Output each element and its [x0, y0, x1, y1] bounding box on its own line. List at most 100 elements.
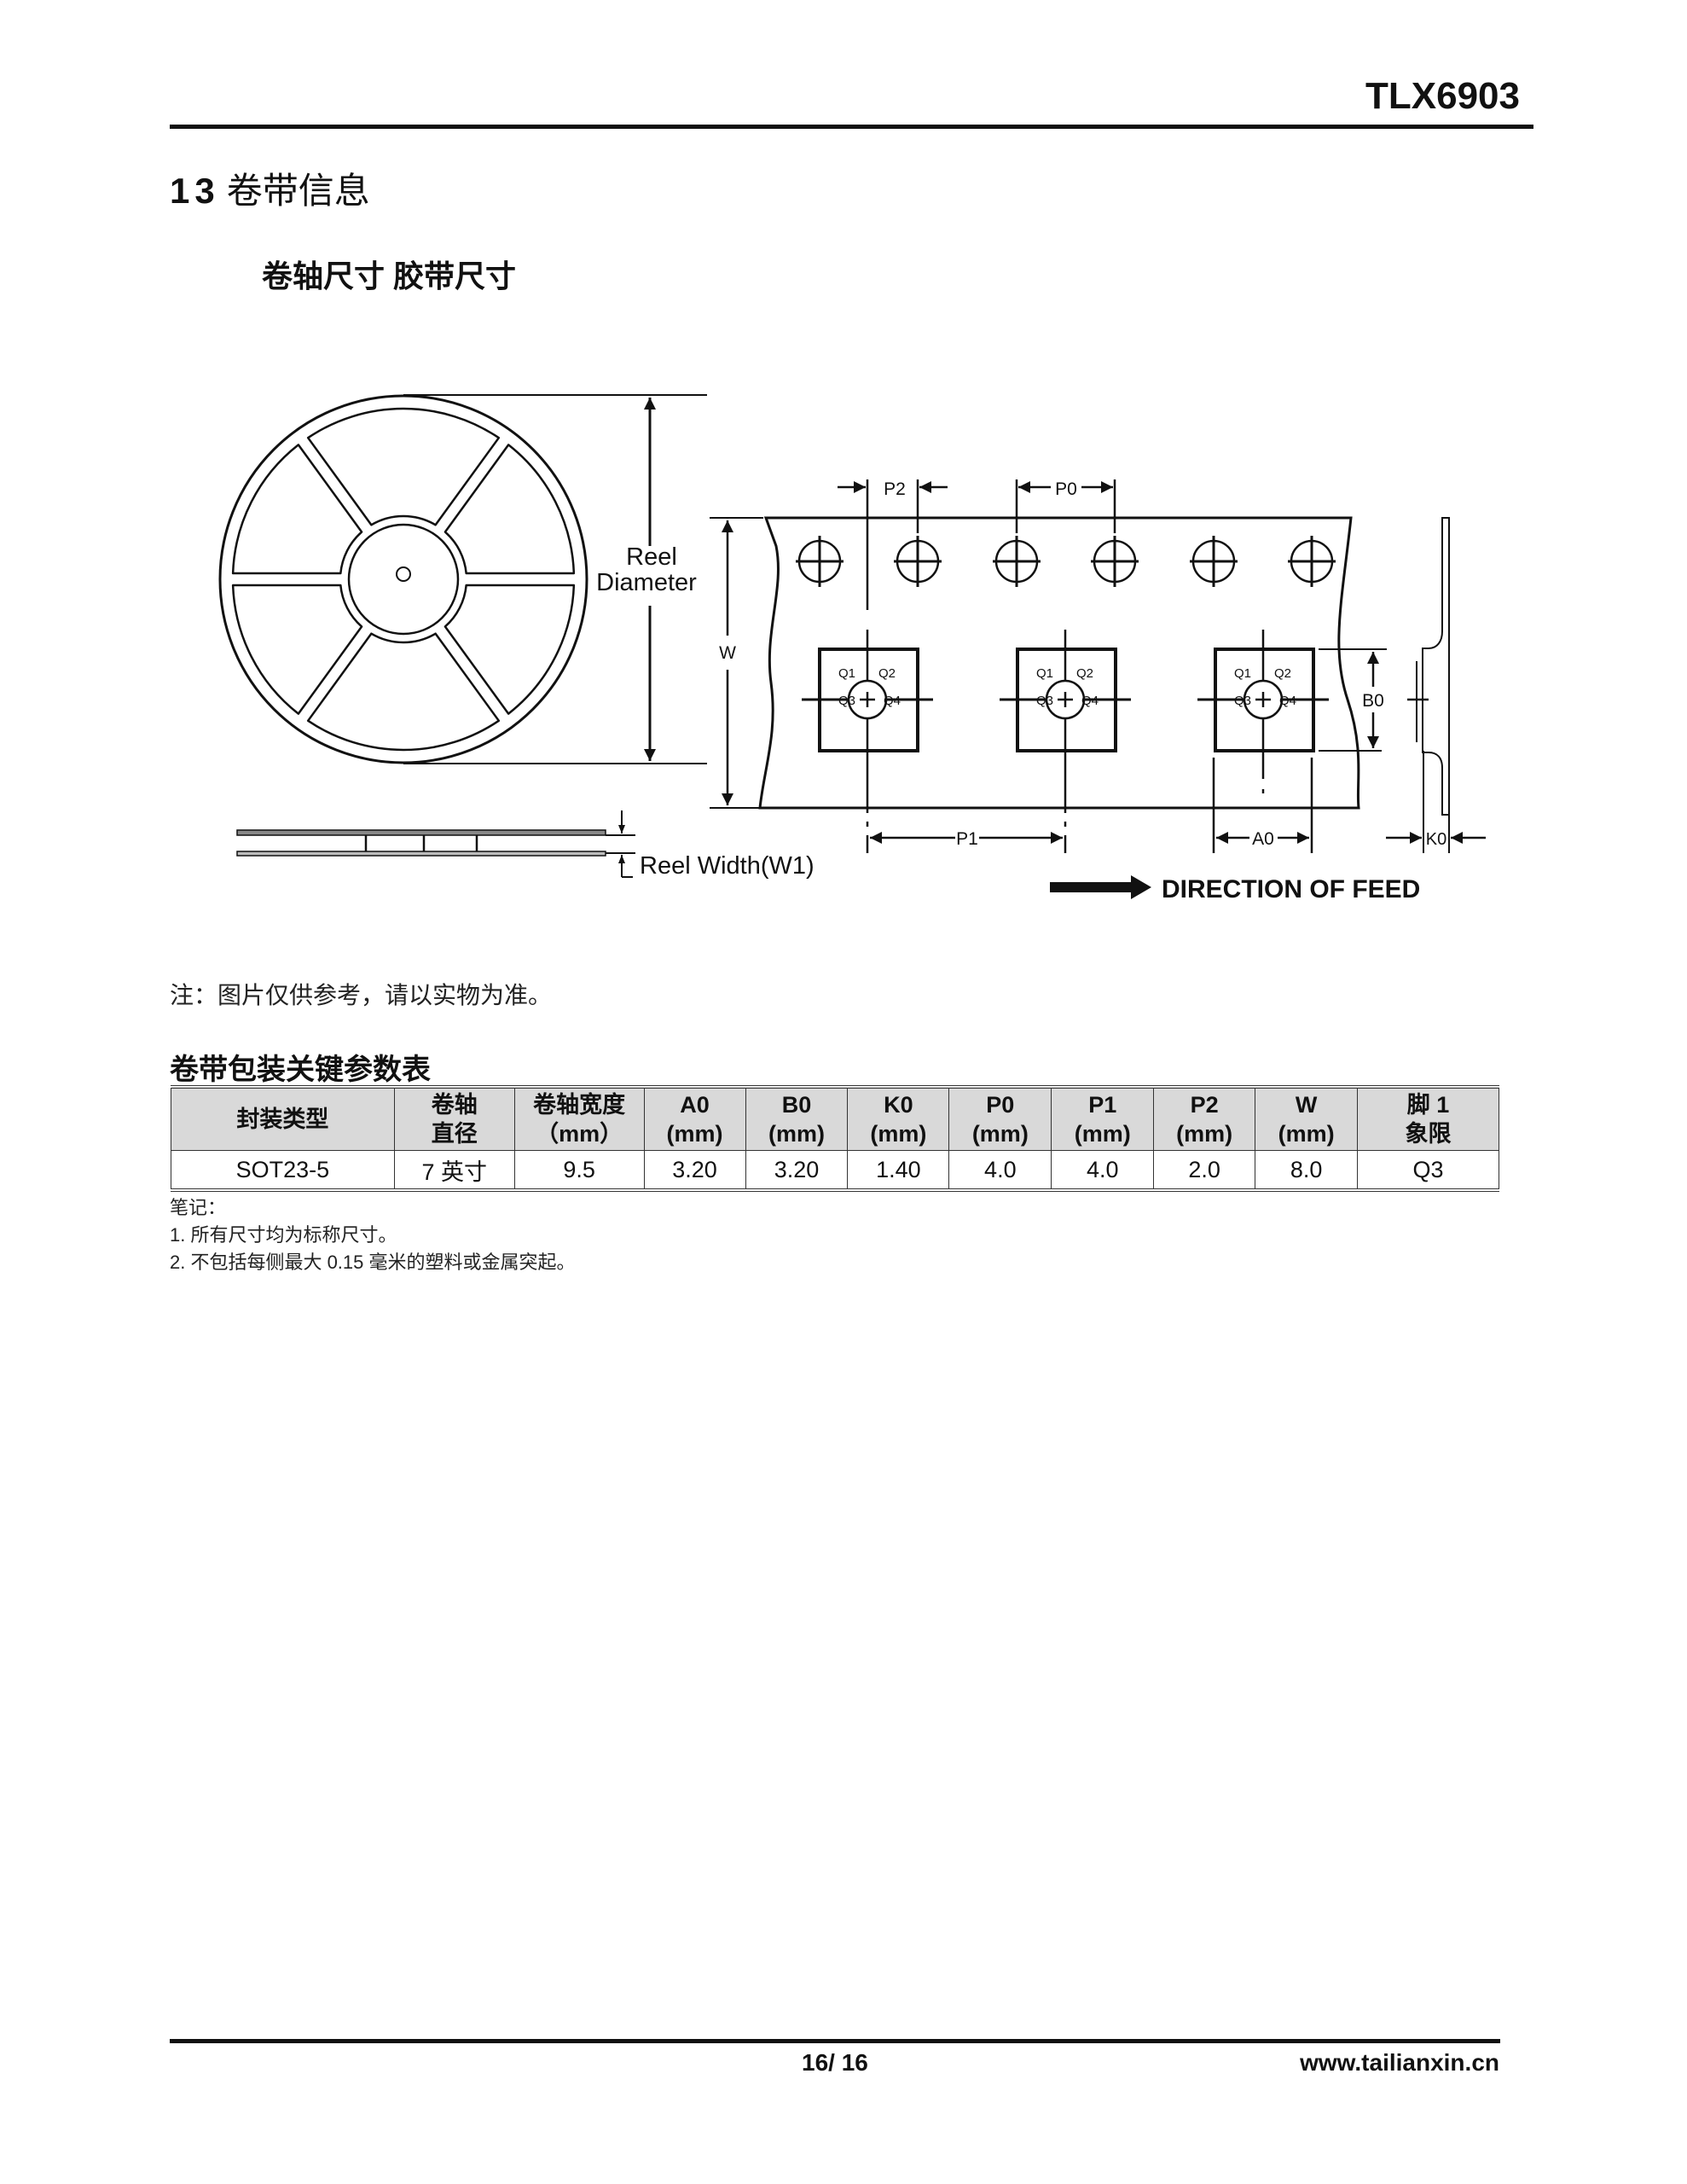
column-header: A0 (mm) [643, 1086, 746, 1151]
q3-label: Q3 [1036, 694, 1053, 708]
tape-pocket [802, 630, 933, 762]
table-cell: 4.0 [1051, 1150, 1155, 1191]
table-cell: 7 英寸 [393, 1150, 515, 1191]
reel-window [231, 584, 363, 715]
reel-window [443, 444, 576, 575]
header-line: 卷轴宽度 [533, 1092, 626, 1118]
header-line: (mm) [1278, 1121, 1335, 1147]
k0-label: K0 [1426, 830, 1446, 849]
q4-label: Q4 [1081, 694, 1099, 708]
table-cell: 4.0 [948, 1150, 1052, 1191]
note-item: 1. 所有尺寸均为标称尺寸。 [170, 1224, 397, 1246]
tape-side-profile [1386, 517, 1486, 853]
header-line: (mm) [666, 1121, 723, 1147]
p0-label: P0 [1055, 479, 1077, 499]
tape-reel-parameter-table: 封装类型卷轴直径卷轴宽度（mm）A0(mm)B0(mm)K0(mm)P0(mm)… [171, 1085, 1499, 1192]
table-cell: 9.5 [513, 1150, 645, 1191]
header-line: (mm) [1176, 1121, 1233, 1147]
reel-window [443, 584, 576, 715]
sprocket-hole-icon [796, 536, 844, 587]
feed-direction-label: DIRECTION OF FEED [1162, 875, 1420, 903]
table-cell: 2.0 [1153, 1150, 1256, 1191]
reel-window [231, 444, 363, 575]
table-title: 卷带包装关键参数表 [170, 1054, 431, 1086]
column-header: K0 (mm) [847, 1086, 950, 1151]
reel-label: Reel [626, 543, 677, 571]
a0-label: A0 [1252, 829, 1274, 849]
header-line: P1 [1088, 1092, 1117, 1118]
page-number: 16/ 16 [802, 2049, 868, 2076]
q3-label: Q3 [838, 694, 855, 708]
image-note: 注：图片仅供参考，请以实物为准。 [170, 982, 553, 1008]
header-line: 封装类型 [236, 1107, 329, 1132]
header-line: (mm) [870, 1121, 927, 1147]
website: www.tailianxin.cn [1300, 2049, 1499, 2076]
q1-label: Q1 [1036, 666, 1053, 681]
header-line: (mm) [971, 1121, 1029, 1147]
sprocket-hole-icon [894, 536, 942, 587]
subtitle: 卷轴尺寸 胶带尺寸 [262, 258, 517, 293]
q2-label: Q2 [878, 666, 896, 681]
header-line: K0 [884, 1092, 913, 1118]
table-cell: 3.20 [643, 1150, 746, 1191]
carrier-tape [758, 516, 1360, 810]
header-line: (mm) [1074, 1121, 1131, 1147]
column-header: 卷轴直径 [393, 1086, 515, 1151]
reel-hub-icon [396, 566, 411, 582]
sprocket-hole-icon [1190, 536, 1238, 587]
header-line: 直径 [431, 1121, 478, 1147]
diameter-label: Diameter [596, 569, 697, 596]
sprocket-hole-icon [993, 536, 1041, 587]
sprocket-hole-icon [1288, 536, 1336, 587]
header-line: P0 [986, 1092, 1015, 1118]
column-header: 脚 1 象限 [1357, 1086, 1499, 1151]
q2-label: Q2 [1076, 666, 1093, 681]
reel-front-view [218, 394, 588, 764]
reel-tape-diagram: Reel Diameter Reel Width(W1) P2 P0 P1 A0… [218, 394, 1486, 903]
section-number: 13 [170, 171, 220, 211]
column-header: W (mm) [1255, 1086, 1359, 1151]
table-cell: 1.40 [847, 1150, 950, 1191]
header-line: W [1295, 1092, 1318, 1118]
header-line: B0 [781, 1092, 812, 1118]
q4-label: Q4 [1279, 694, 1296, 708]
section-title-text: 卷带信息 [226, 171, 370, 211]
reel-width-label: Reel Width(W1) [640, 852, 815, 880]
q3-label: Q3 [1234, 694, 1251, 708]
document-code: TLX6903 [1365, 75, 1520, 117]
column-header: P2 (mm) [1153, 1086, 1256, 1151]
table-header-row: 封装类型卷轴直径卷轴宽度（mm）A0(mm)B0(mm)K0(mm)P0(mm)… [171, 1086, 1499, 1151]
header-line: A0 [680, 1092, 710, 1118]
footer-rule [170, 2039, 1500, 2043]
table-cell: 3.20 [745, 1150, 849, 1191]
p1-label: P1 [956, 829, 978, 849]
tape-pocket [1000, 630, 1131, 762]
header-line: 脚 1 [1406, 1092, 1450, 1118]
header-line: 象限 [1405, 1121, 1452, 1147]
note-item: 2. 不包括每侧最大 0.15 毫米的塑料或金属突起。 [170, 1252, 576, 1273]
header-rule [170, 125, 1533, 129]
q1-label: Q1 [1234, 666, 1251, 681]
table-cell: SOT23-5 [171, 1150, 395, 1191]
reel-window [306, 632, 501, 752]
column-header: B0(mm) [745, 1086, 849, 1151]
column-header: P1 (mm) [1051, 1086, 1155, 1151]
sprocket-hole-icon [1091, 536, 1139, 587]
q1-label: Q1 [838, 666, 855, 681]
footnotes: 笔记： 1. 所有尺寸均为标称尺寸。 2. 不包括每侧最大 0.15 毫米的塑料… [170, 1194, 576, 1276]
column-header: 封装类型 [171, 1086, 395, 1151]
column-header: 卷轴宽度 （mm） [513, 1086, 645, 1151]
w-label: W [719, 643, 736, 663]
tape-pocket [1197, 630, 1329, 762]
table-cell: Q3 [1357, 1150, 1499, 1191]
header-line: P2 [1190, 1092, 1219, 1118]
notes-heading: 笔记： [170, 1197, 227, 1218]
header-line: （mm） [536, 1121, 623, 1147]
column-header: P0 (mm) [948, 1086, 1052, 1151]
header-line: 卷轴 [431, 1092, 478, 1118]
b0-label: B0 [1362, 691, 1384, 711]
reel-window [306, 407, 501, 526]
q4-label: Q4 [884, 694, 901, 708]
